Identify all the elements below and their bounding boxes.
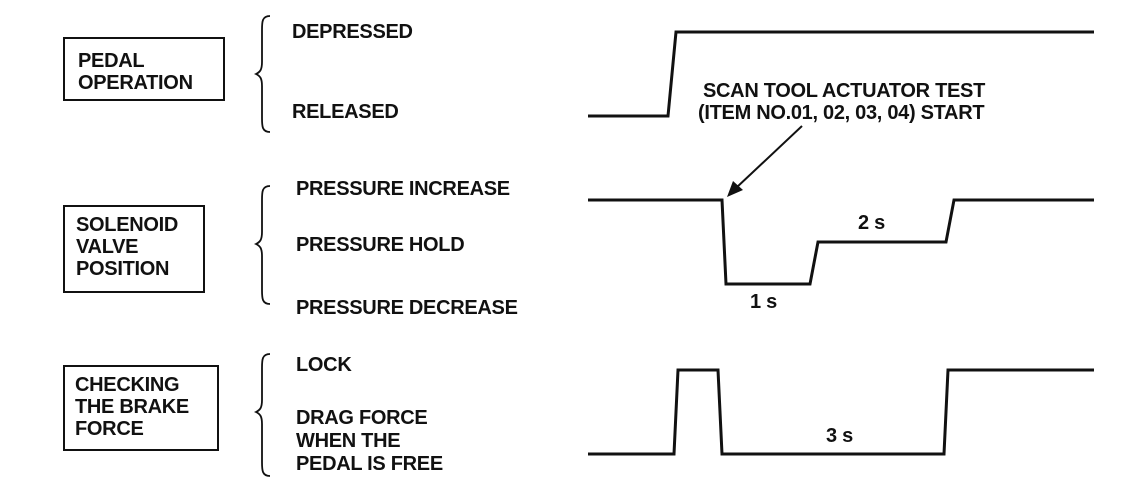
state-lock: LOCK (296, 354, 352, 376)
brake-force-waveform (588, 368, 1094, 456)
state-released: RELEASED (292, 101, 399, 123)
pedal-operation-waveform (588, 30, 1094, 118)
checking-brake-force-box (63, 365, 219, 451)
pedal-operation-box (63, 37, 225, 101)
pedal-operation-brace (253, 15, 271, 133)
checking-brake-brace (253, 353, 271, 477)
solenoid-valve-position-box (63, 205, 205, 293)
state-pressure-increase: PRESSURE INCREASE (296, 178, 510, 200)
solenoid-valve-waveform (588, 198, 1094, 286)
solenoid-valve-label-line1: SOLENOID (76, 214, 178, 236)
solenoid-valve-label-line2: VALVE (76, 236, 138, 258)
annotation-line2: (ITEM NO.01, 02, 03, 04) START (698, 102, 984, 124)
annotation-arrow-head (727, 181, 743, 197)
duration-label-1s: 1 s (750, 291, 777, 313)
duration-label-2s: 2 s (858, 212, 885, 234)
checking-brake-label-line2: THE BRAKE (75, 396, 189, 418)
state-drag-force-line3: PEDAL IS FREE (296, 453, 443, 475)
annotation-arrow-line (735, 125, 803, 189)
state-drag-force-line2: WHEN THE (296, 430, 400, 452)
checking-brake-label-line1: CHECKING (75, 374, 179, 396)
state-depressed: DEPRESSED (292, 21, 413, 43)
state-pressure-decrease: PRESSURE DECREASE (296, 297, 518, 319)
pedal-operation-label-line1: PEDAL (78, 50, 144, 72)
solenoid-valve-label-line3: POSITION (76, 258, 169, 280)
checking-brake-label-line3: FORCE (75, 418, 144, 440)
pedal-operation-label-line2: OPERATION (78, 72, 193, 94)
solenoid-valve-brace (253, 185, 271, 305)
annotation-line1: SCAN TOOL ACTUATOR TEST (703, 80, 985, 102)
state-pressure-hold: PRESSURE HOLD (296, 234, 464, 256)
duration-label-3s: 3 s (826, 425, 853, 447)
state-drag-force-line1: DRAG FORCE (296, 407, 427, 429)
